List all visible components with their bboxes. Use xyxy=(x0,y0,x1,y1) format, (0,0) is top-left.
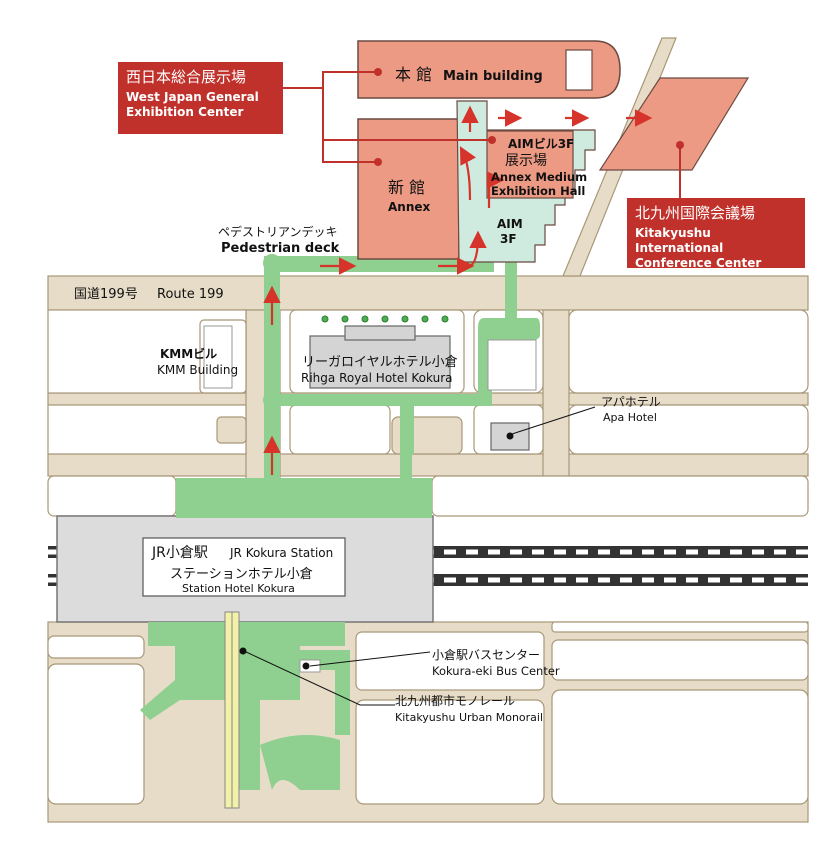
kitakyushu-callout-en-1: Kitakyushu International xyxy=(635,226,724,255)
conference-center-building[interactable] xyxy=(598,77,750,171)
rihga-label-ja: リーガロイヤルホテル小倉 xyxy=(302,355,458,370)
monorail-label-en: Kitakyushu Urban Monorail xyxy=(395,711,543,724)
road-lower-horizontal xyxy=(47,453,809,477)
road-vertical-right xyxy=(542,309,570,477)
jr-station-label-ja: JR小倉駅 xyxy=(151,545,208,561)
station-north-plaza xyxy=(176,478,432,518)
bus-center-label-ja: 小倉駅バスセンター xyxy=(432,647,540,662)
bus-center-label-en: Kokura-eki Bus Center xyxy=(432,664,560,678)
west-japan-exhibition-center-callout[interactable]: 西日本総合展示場 West Japan General Exhibition C… xyxy=(118,62,283,134)
station-hotel-label-ja: ステーションホテル小倉 xyxy=(170,567,313,582)
kitakyushu-conference-center-callout[interactable]: 北九州国際会議場 Kitakyushu International Confer… xyxy=(627,198,805,270)
pedestrian-deck-label-ja: ペデストリアンデッキ xyxy=(218,224,338,239)
kmm-label-en: KMM Building xyxy=(157,363,238,377)
annex-medium-label-ja: 展示場 xyxy=(505,153,547,169)
city-block xyxy=(216,416,247,444)
aim-3f-label: 3F xyxy=(500,232,517,246)
block-left-bottom xyxy=(47,475,177,517)
block-far-right-2 xyxy=(568,404,809,455)
route-199-label-en: Route 199 xyxy=(157,287,224,302)
monorail-line xyxy=(224,611,240,809)
block-under-station-left xyxy=(289,404,391,455)
jr-station-label-en: JR Kokura Station xyxy=(229,546,333,560)
aim-3f-label-ja: AIMビル3F xyxy=(508,136,574,151)
kmm-building[interactable] xyxy=(203,325,233,389)
apa-label-en: Apa Hotel xyxy=(603,411,657,424)
rihga-royal-hotel-building[interactable] xyxy=(309,335,451,389)
route-199-label-ja: 国道199号 xyxy=(74,287,138,302)
kitakyushu-callout-ja: 北九州国際会議場 xyxy=(635,204,756,222)
callout-lines xyxy=(243,71,681,706)
pedestrian-deck-label-en: Pedestrian deck xyxy=(221,241,340,256)
main-building[interactable] xyxy=(357,40,621,99)
road-route-199 xyxy=(47,275,809,311)
annex-label-en: Annex xyxy=(388,200,431,214)
station-hotel-label-en: Station Hotel Kokura xyxy=(182,582,295,595)
trees xyxy=(321,315,449,323)
main-building-label-en: Main building xyxy=(443,69,543,84)
main-building-label-ja: 本 館 xyxy=(395,65,432,84)
route-arrows xyxy=(263,105,653,475)
monorail-label-ja: 北九州都市モノレール xyxy=(395,693,515,708)
rihga-label-en: Rihga Royal Hotel Kokura xyxy=(301,371,453,385)
annex-medium-label-en-1: Annex Medium xyxy=(491,170,587,184)
west-japan-callout-ja: 西日本総合展示場 xyxy=(126,68,247,86)
kmm-label-ja: KMMビル xyxy=(160,346,217,361)
west-japan-callout-en-2: Exhibition Center xyxy=(126,105,244,119)
west-japan-callout-en-1: West Japan General xyxy=(126,90,259,104)
annex-building[interactable] xyxy=(357,118,460,260)
aim-label: AIM xyxy=(497,217,523,231)
annex-medium-label-en-2: Exhibition Hall xyxy=(491,184,585,198)
walkways xyxy=(140,225,540,790)
kitakyushu-callout-en-2: Conference Center xyxy=(635,256,762,270)
block-right-bottom xyxy=(431,475,809,517)
apa-label-ja: アパホテル xyxy=(601,395,661,409)
block-far-right-1 xyxy=(568,309,809,394)
annex-label-ja: 新 館 xyxy=(388,178,425,197)
